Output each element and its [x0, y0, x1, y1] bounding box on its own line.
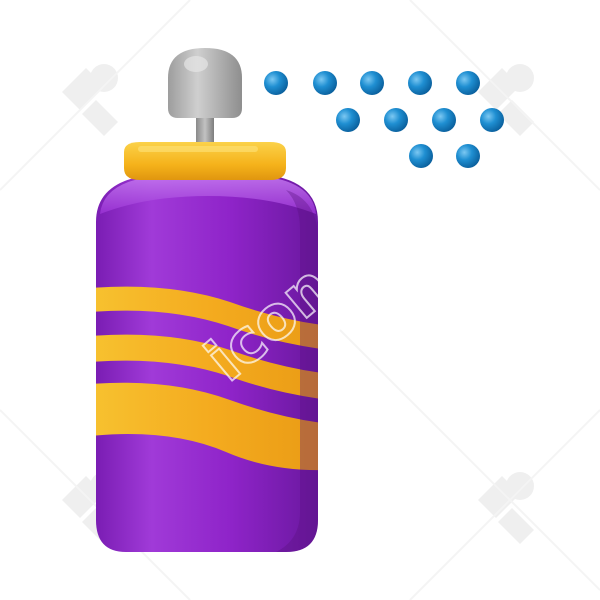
mist-drop: [384, 108, 408, 132]
mist-drop: [432, 108, 456, 132]
stripe: [96, 382, 318, 471]
bottle-stripes: [96, 286, 318, 471]
stripe: [96, 286, 318, 350]
mist-drop: [480, 108, 504, 132]
collar-highlight: [138, 146, 258, 152]
mist-drop: [409, 144, 433, 168]
watermark-logo-bottom-right: [478, 472, 534, 544]
spray-bottle: [96, 48, 318, 552]
bottle-shadow: [276, 190, 318, 552]
nozzle-stem: [196, 110, 214, 146]
mist-drop: [360, 71, 384, 95]
mist-drop: [264, 71, 288, 95]
nozzle-cap: [168, 48, 242, 118]
mist-drop: [313, 71, 337, 95]
mist-drop: [456, 71, 480, 95]
nozzle-cap-highlight: [184, 56, 208, 72]
stripe: [96, 334, 318, 400]
watermark-logo-top-left: [62, 64, 118, 136]
bottle-shoulder: [100, 176, 316, 214]
mist-drop: [408, 71, 432, 95]
mist-drop: [456, 144, 480, 168]
mist-drops: [264, 71, 504, 168]
mist-drop: [336, 108, 360, 132]
